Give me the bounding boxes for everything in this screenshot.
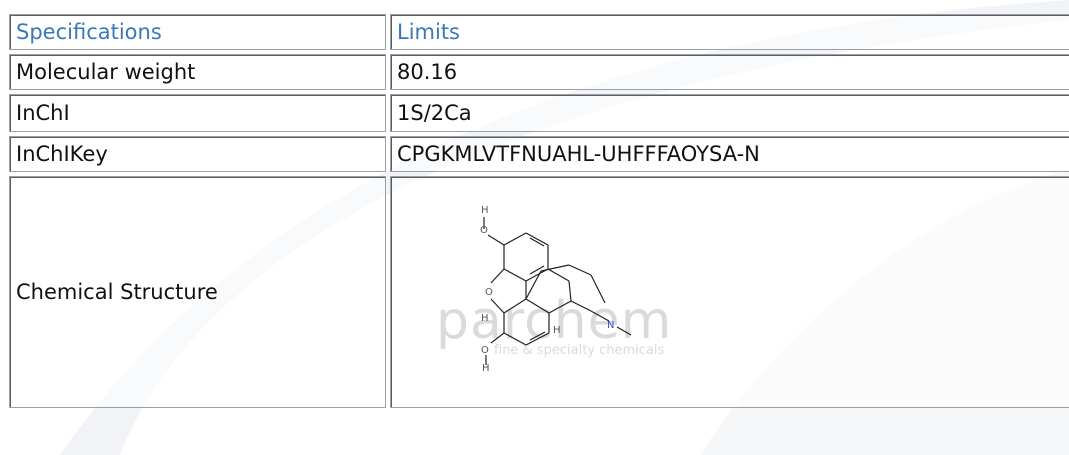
row-value-inchi: 1S/2Ca (390, 94, 1069, 132)
chemical-structure-cell: parchem fine & specialty chemicals (390, 176, 1069, 408)
table-row: Molecular weight 80.16 (9, 54, 1069, 90)
row-value-molecular-weight: 80.16 (390, 54, 1069, 90)
atom-label-n: N (607, 320, 614, 331)
atom-label-h: H (553, 325, 561, 336)
row-label-inchi: InChI (9, 94, 386, 132)
row-label-molecular-weight: Molecular weight (9, 54, 386, 90)
atom-label-o: O (480, 225, 488, 236)
atom-label-h: H (481, 313, 489, 324)
chemical-structure-diagram: H O O H H O H N (480, 205, 632, 374)
atom-label-h: H (482, 363, 490, 374)
table-row: Chemical Structure parchem fine & specia… (9, 176, 1069, 408)
atom-label-o: O (485, 287, 493, 298)
table-row: InChIKey CPGKMLVTFNUAHL-UHFFFAOYSA-N (9, 136, 1069, 172)
atom-label-o: O (481, 345, 489, 356)
table-row: InChI 1S/2Ca (9, 94, 1069, 132)
row-value-inchikey: CPGKMLVTFNUAHL-UHFFFAOYSA-N (390, 136, 1069, 172)
header-limits: Limits (390, 14, 1069, 50)
row-label-chemical-structure: Chemical Structure (9, 176, 386, 408)
specifications-table: Specifications Limits Molecular weight 8… (5, 10, 1069, 412)
row-label-inchikey: InChIKey (9, 136, 386, 172)
table-header-row: Specifications Limits (9, 14, 1069, 50)
header-specifications: Specifications (9, 14, 386, 50)
atom-label-h: H (481, 205, 489, 216)
